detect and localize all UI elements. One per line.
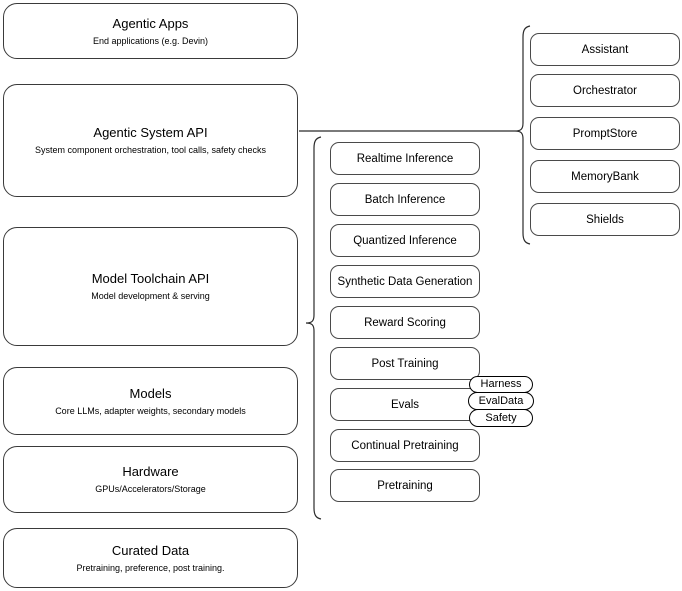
- component-evals[interactable]: Evals: [330, 388, 480, 421]
- component-reward-scoring[interactable]: Reward Scoring: [330, 306, 480, 339]
- subcomponent-evaldata[interactable]: EvalData: [468, 392, 534, 410]
- layer-subtitle: Pretraining, preference, post training.: [76, 562, 225, 573]
- bracket-toolchain-components: [305, 136, 322, 520]
- layer-subtitle: Model development & serving: [91, 291, 210, 301]
- component-realtime-inference[interactable]: Realtime Inference: [330, 142, 480, 175]
- component-assistant[interactable]: Assistant: [530, 33, 680, 66]
- component-synthetic-data-generation[interactable]: Synthetic Data Generation: [330, 265, 480, 298]
- layer-agentic-apps[interactable]: Agentic Apps End applications (e.g. Devi…: [3, 3, 298, 59]
- layer-hardware[interactable]: Hardware GPUs/Accelerators/Storage: [3, 446, 298, 513]
- layer-subtitle: System component orchestration, tool cal…: [34, 145, 267, 155]
- component-quantized-inference[interactable]: Quantized Inference: [330, 224, 480, 257]
- component-continual-pretraining[interactable]: Continual Pretraining: [330, 429, 480, 462]
- layer-title: Agentic System API: [93, 125, 208, 140]
- subcomponent-safety[interactable]: Safety: [469, 409, 533, 427]
- component-promptstore[interactable]: PromptStore: [530, 117, 680, 150]
- layer-subtitle: End applications (e.g. Devin): [92, 35, 209, 46]
- layer-subtitle: Core LLMs, adapter weights, secondary mo…: [55, 405, 246, 416]
- layer-title: Hardware: [122, 464, 179, 479]
- subcomponent-harness[interactable]: Harness: [469, 376, 533, 393]
- component-shields[interactable]: Shields: [530, 203, 680, 236]
- layer-title: Agentic Apps: [112, 15, 189, 31]
- component-post-training[interactable]: Post Training: [330, 347, 480, 380]
- layer-models[interactable]: Models Core LLMs, adapter weights, secon…: [3, 367, 298, 435]
- component-batch-inference[interactable]: Batch Inference: [330, 183, 480, 216]
- layer-curated-data[interactable]: Curated Data Pretraining, preference, po…: [3, 528, 298, 588]
- bracket-system-components: [514, 25, 531, 245]
- component-memorybank[interactable]: MemoryBank: [530, 160, 680, 193]
- layer-model-toolchain-api[interactable]: Model Toolchain API Model development & …: [3, 227, 298, 346]
- layer-subtitle: GPUs/Accelerators/Storage: [95, 484, 206, 494]
- component-orchestrator[interactable]: Orchestrator: [530, 74, 680, 107]
- component-pretraining[interactable]: Pretraining: [330, 469, 480, 502]
- layer-title: Model Toolchain API: [91, 271, 210, 286]
- layer-title: Curated Data: [111, 542, 190, 558]
- layer-agentic-system-api[interactable]: Agentic System API System component orch…: [3, 84, 298, 197]
- layer-title: Models: [129, 385, 172, 401]
